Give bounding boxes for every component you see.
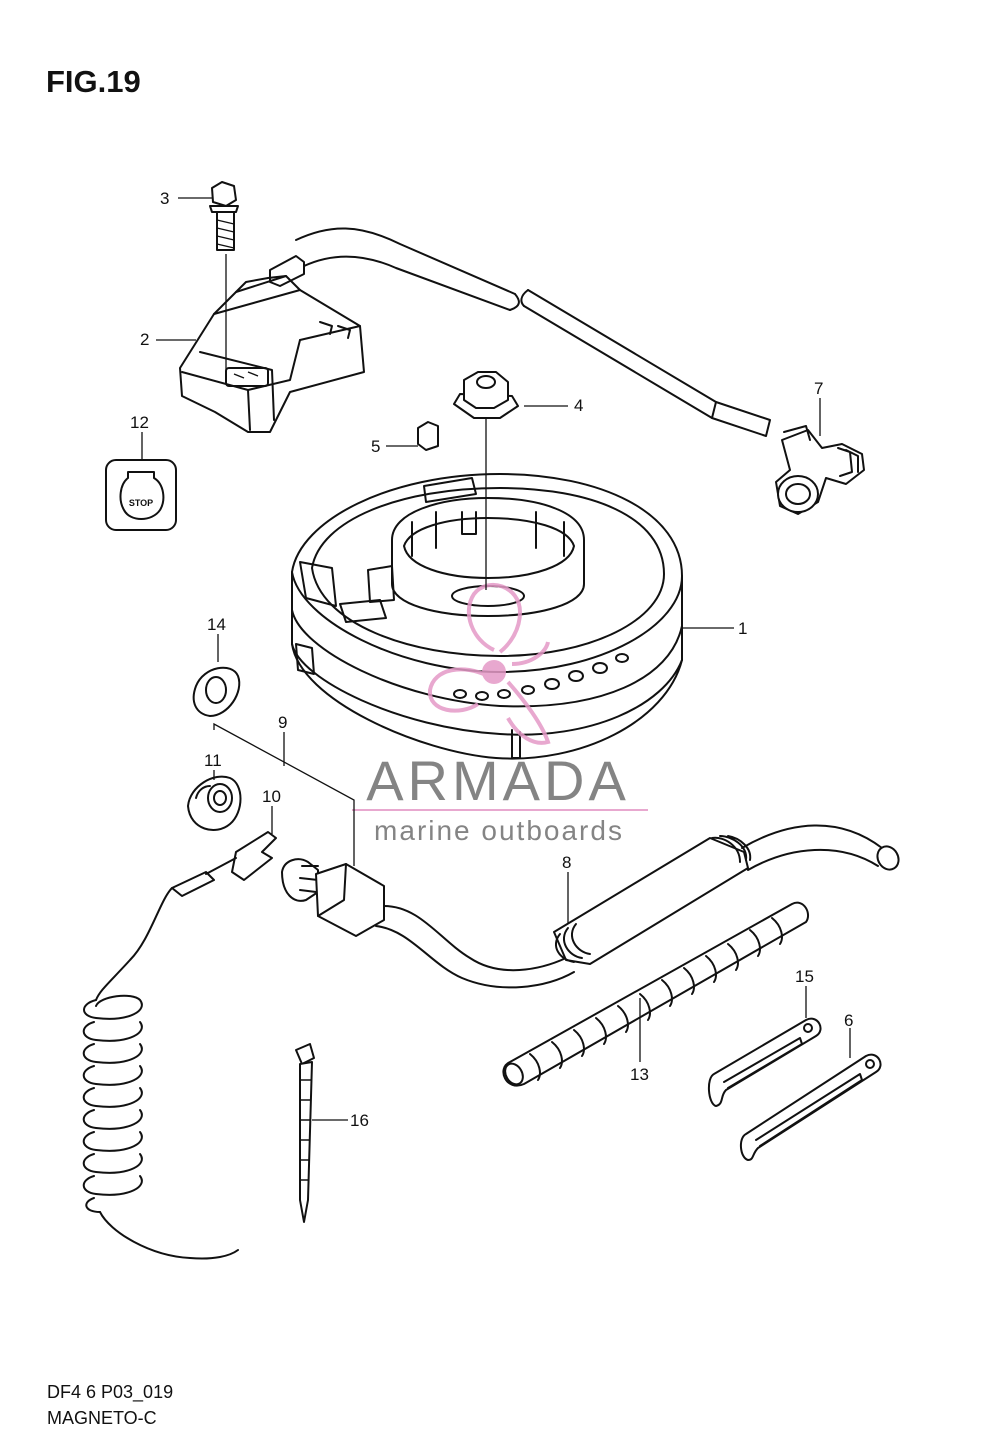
callout-12: 12 bbox=[130, 413, 149, 432]
cable-tie-part bbox=[295, 1043, 315, 1223]
figure-title: FIG.19 bbox=[46, 64, 141, 99]
figure-code: DF4 6 P03_019 bbox=[47, 1382, 174, 1402]
callout-4: 4 bbox=[574, 396, 583, 415]
propeller-logo-icon bbox=[428, 583, 551, 745]
callout-2: 2 bbox=[140, 330, 149, 349]
high-tension-wire bbox=[295, 227, 771, 437]
bolt-part bbox=[209, 181, 239, 251]
coiled-cord bbox=[82, 994, 239, 1260]
callout-9: 9 bbox=[278, 713, 287, 732]
flywheel-nut-part bbox=[453, 371, 519, 419]
stop-switch-plate: STOP bbox=[105, 459, 177, 531]
callout-5: 5 bbox=[371, 437, 380, 456]
callout-8: 8 bbox=[562, 853, 571, 872]
armada-watermark: ARMADA marine outboards bbox=[352, 583, 648, 846]
callout-16: 16 bbox=[350, 1111, 369, 1130]
callout-10: 10 bbox=[262, 787, 281, 806]
protector-tube-part bbox=[502, 901, 810, 1087]
grommet-part bbox=[187, 775, 242, 831]
callout-6: 6 bbox=[844, 1011, 853, 1030]
callout-7: 7 bbox=[814, 379, 823, 398]
flywheel-timing-holes bbox=[453, 653, 629, 701]
flywheel-rotor-part bbox=[291, 473, 683, 760]
callout-numbers: 1 2 3 4 5 6 7 8 9 10 11 12 13 14 15 16 bbox=[130, 189, 853, 1130]
washer-part bbox=[192, 666, 241, 717]
wire-harness-part bbox=[281, 824, 900, 989]
clamp-part-6 bbox=[740, 1053, 882, 1161]
clamp-part-15 bbox=[708, 1017, 822, 1107]
stop-switch-lead-part bbox=[82, 831, 277, 1260]
callout-3: 3 bbox=[160, 189, 169, 208]
figure-name: MAGNETO-C bbox=[47, 1408, 157, 1428]
ignition-coil-part bbox=[179, 255, 365, 433]
leader-lines bbox=[141, 197, 851, 1121]
plug-cap-part bbox=[775, 425, 865, 515]
callout-11: 11 bbox=[204, 751, 222, 770]
callout-13: 13 bbox=[630, 1065, 649, 1084]
watermark-tagline: marine outboards bbox=[374, 815, 624, 846]
propeller-hub-icon bbox=[482, 660, 506, 684]
callout-1: 1 bbox=[738, 619, 747, 638]
watermark-brand: ARMADA bbox=[366, 749, 630, 812]
callout-15: 15 bbox=[795, 967, 814, 986]
stop-label: STOP bbox=[129, 498, 153, 508]
callout-14: 14 bbox=[207, 615, 226, 634]
woodruff-key-part bbox=[417, 421, 439, 451]
